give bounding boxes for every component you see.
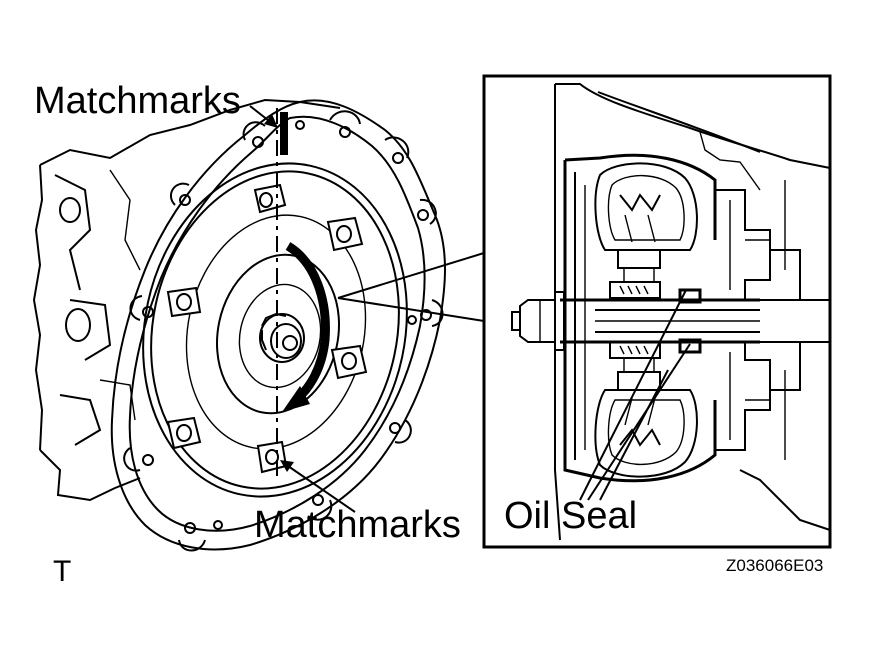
rotation-arrow: [282, 242, 330, 412]
converter-lug: [166, 416, 202, 450]
figure-code: Z036066E03: [726, 556, 824, 575]
leader-line-bottom-matchmarks: [287, 465, 356, 513]
callout-line-lower: [337, 297, 485, 322]
converter-lug: [330, 344, 368, 380]
converter-lug: [326, 216, 364, 252]
callout-line-upper: [337, 252, 485, 299]
cross-section-inset: [482, 74, 832, 549]
leader-arrowhead-bottom: [280, 460, 294, 472]
converter-lug: [166, 286, 202, 318]
matchmarks-label-top: Matchmarks: [34, 80, 241, 122]
transmission-housing: [32, 98, 341, 502]
torque-converter: [142, 162, 408, 498]
housing-matchmark: [280, 112, 288, 155]
corner-mark: T: [53, 555, 72, 588]
bell-housing-flange: [110, 99, 446, 552]
matchmarks-label-bottom: Matchmarks: [254, 504, 461, 546]
oil-seal-label: Oil Seal: [504, 495, 638, 537]
leader-arrowhead-top: [264, 114, 278, 128]
oil-seal-leaders: [579, 289, 691, 501]
converter-lug: [256, 440, 288, 474]
converter-lug: [253, 183, 287, 214]
